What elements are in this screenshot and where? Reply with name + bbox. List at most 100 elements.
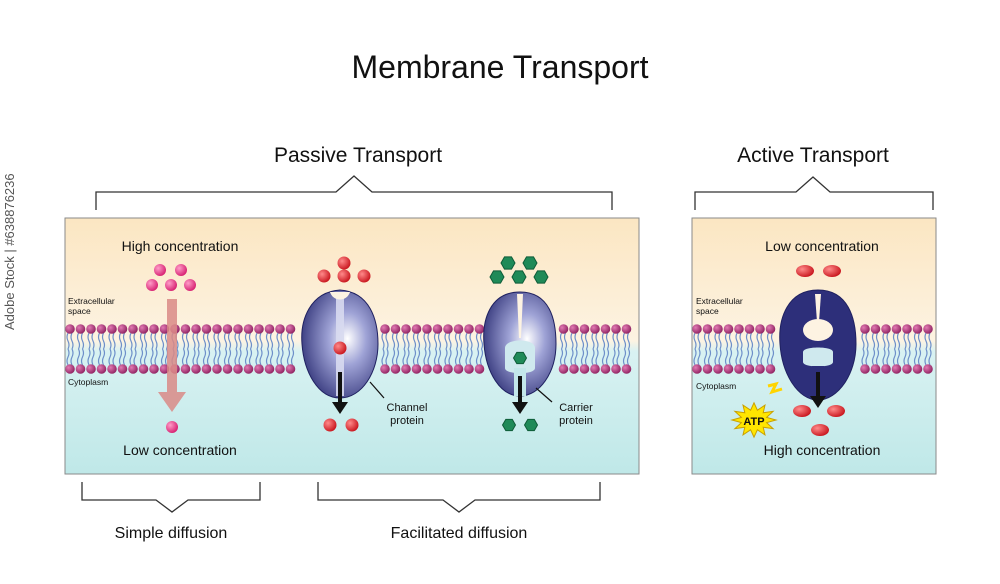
lipid-tail xyxy=(475,348,484,366)
phospholipid-head xyxy=(734,364,744,374)
carrier-arrow xyxy=(512,376,528,414)
lipid-tail xyxy=(108,348,116,366)
lipid-tail xyxy=(580,332,589,350)
lipid-tail xyxy=(580,348,589,366)
page-title: Membrane Transport xyxy=(351,49,648,85)
phospholipid-head xyxy=(464,324,474,334)
passive-transport-heading: Passive Transport xyxy=(274,144,442,167)
phospholipid-head xyxy=(734,324,744,334)
phospholipid-head xyxy=(692,364,702,374)
phospholipid-head xyxy=(117,324,128,334)
phospholipid-head xyxy=(744,324,755,334)
phospholipid-head xyxy=(254,364,264,374)
phospholipid-head xyxy=(443,364,453,374)
phospholipid-head xyxy=(611,324,621,334)
lipid-tail xyxy=(97,332,106,350)
phospholipid-head xyxy=(755,324,765,334)
carrier-pointer xyxy=(535,387,553,403)
lipid-tail xyxy=(622,348,631,366)
lipid-tail xyxy=(255,348,263,366)
lipid-tail xyxy=(118,332,127,350)
phospholipid-head xyxy=(860,324,870,334)
phospholipid-head xyxy=(380,364,390,374)
phospholipid-head xyxy=(432,324,443,334)
lipid-tail xyxy=(402,332,410,350)
phospholipid-head xyxy=(180,364,191,374)
phospholipid-head xyxy=(128,364,138,374)
phospholipid-head xyxy=(558,324,569,334)
lipid-tail xyxy=(276,332,284,350)
lipid-tail xyxy=(591,332,599,350)
lipid-tail xyxy=(622,332,631,350)
solute-green-hexagon xyxy=(500,256,516,270)
stock-watermark: Adobe Stock | #638876236 xyxy=(2,173,17,330)
phospholipid-head xyxy=(401,324,411,334)
solute-green-hexagon xyxy=(489,270,505,284)
lipid-tail xyxy=(423,348,431,366)
phospholipid-head xyxy=(254,324,264,334)
lipid-tail xyxy=(87,332,95,350)
phospholipid-head xyxy=(621,364,632,374)
lipid-tail xyxy=(202,348,211,366)
phospholipid-head xyxy=(107,324,117,334)
channel-opening xyxy=(330,292,350,300)
lipid-tail xyxy=(76,332,85,350)
solute-red xyxy=(357,269,371,283)
lipid-tail xyxy=(465,348,473,366)
passive-low-concentration-label: Low concentration xyxy=(123,442,237,458)
lipid-tail xyxy=(255,332,263,350)
lipid-tail xyxy=(703,332,712,350)
active-extracellular-label-line1: Extracellular xyxy=(696,296,743,306)
carrier-protein xyxy=(483,256,557,432)
lipid-tail xyxy=(433,348,442,366)
phospholipid-head xyxy=(138,364,149,374)
phospholipid-head xyxy=(860,364,870,374)
active-low-concentration-label: Low concentration xyxy=(765,238,879,254)
active-cytoplasm-label: Cytoplasm xyxy=(696,381,736,391)
lipid-tail xyxy=(871,332,880,350)
phospholipid-head xyxy=(285,324,296,334)
lipid-tail xyxy=(570,332,578,350)
solute-pink-low xyxy=(166,421,178,433)
phospholipid-head xyxy=(275,324,285,334)
active-bracket xyxy=(694,176,934,210)
lipid-tail xyxy=(433,332,442,350)
phospholipid-head xyxy=(159,324,170,334)
lipid-tail xyxy=(97,348,106,366)
phospholipid-head xyxy=(611,364,621,374)
lipid-tail xyxy=(391,348,400,366)
lipid-tail xyxy=(286,332,295,350)
active-extracellular-label-line2: space xyxy=(696,306,719,316)
phospholipid-head xyxy=(569,364,579,374)
lipid-tail xyxy=(756,348,764,366)
lipid-tail xyxy=(570,348,578,366)
phospholipid-head xyxy=(453,324,464,334)
passive-cytoplasm-label: Cytoplasm xyxy=(68,377,108,387)
phospholipid-head xyxy=(443,324,453,334)
lipid-tail xyxy=(234,332,242,350)
lipid-tail xyxy=(412,348,421,366)
phospholipid-head xyxy=(401,364,411,374)
phospholipid-head xyxy=(600,324,611,334)
phospholipid-head xyxy=(411,324,422,334)
lipid-tail xyxy=(465,332,473,350)
lipid-tail xyxy=(129,332,137,350)
lipid-tail xyxy=(756,332,764,350)
lipid-tail xyxy=(601,348,610,366)
phospholipid-head xyxy=(233,364,243,374)
phospholipid-head xyxy=(912,324,923,334)
lipid-tail xyxy=(181,332,190,350)
phospholipid-head xyxy=(713,364,723,374)
phospholipid-head xyxy=(65,364,75,374)
carrier-channel-top xyxy=(517,294,523,338)
pump-upper-pocket xyxy=(803,319,833,341)
atp-label: ATP xyxy=(743,416,764,428)
phospholipid-head xyxy=(65,324,75,334)
phospholipid-head xyxy=(96,324,107,334)
phospholipid-head xyxy=(264,364,275,374)
lipid-tail xyxy=(276,348,284,366)
solute-red xyxy=(323,418,337,432)
phospholipid-head xyxy=(723,324,734,334)
phospholipid-head xyxy=(422,324,432,334)
